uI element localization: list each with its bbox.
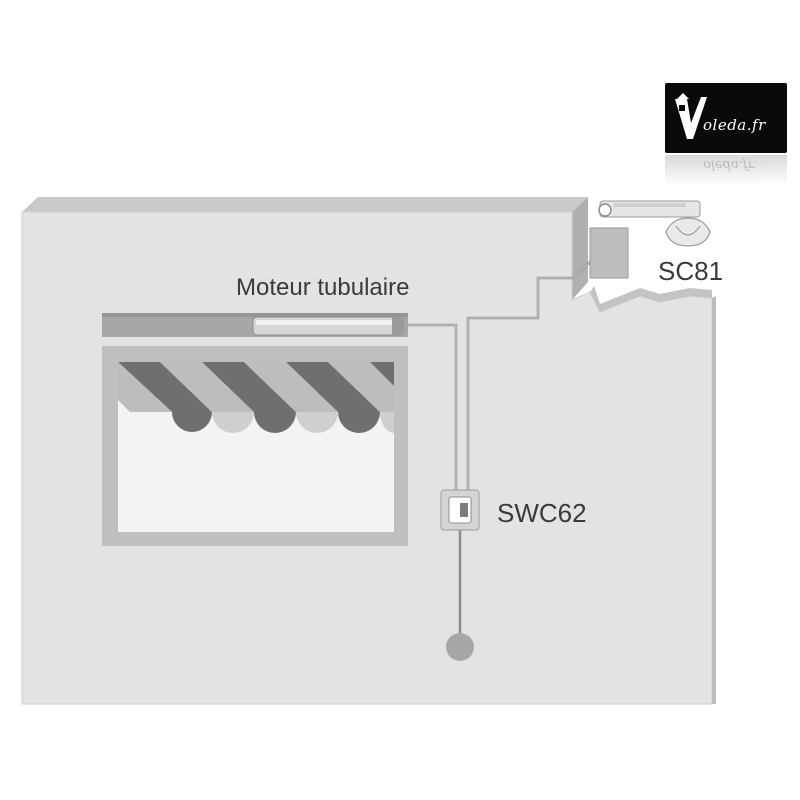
motor-label: Moteur tubulaire [236, 274, 410, 301]
sensor-arm-bar [614, 203, 686, 207]
motor-cable-inner [400, 324, 457, 490]
logo-text: oleda.fr [703, 116, 766, 134]
roller-box-top [102, 313, 408, 317]
awning-stripe [244, 362, 338, 412]
awning-stripe [160, 362, 254, 412]
sensor-arm-pivot [598, 203, 612, 217]
wind-sensor [589, 200, 711, 279]
voleda-logo: oleda.fr [665, 83, 787, 153]
sensor-label: SC81 [658, 256, 724, 286]
awning [118, 362, 394, 433]
power-supply-node [446, 633, 474, 661]
awning-scallop [380, 412, 394, 433]
awning-stripe [118, 362, 212, 412]
awning-stripe [370, 362, 394, 386]
awning-scallop [172, 412, 212, 432]
awning-scallop [212, 412, 254, 433]
wall-side-face [572, 197, 588, 300]
sensor-housing [589, 227, 629, 279]
sensor-cable-inner [467, 261, 591, 490]
awning-stripe [286, 362, 380, 412]
wall-break-edge [590, 286, 712, 312]
switch-label: SWC62 [497, 498, 587, 528]
wall-switch [440, 489, 480, 531]
awning-stripe [118, 362, 172, 412]
tubular-motor-end [392, 317, 403, 335]
sensor-cups [665, 217, 711, 247]
awning-stripe [328, 362, 394, 412]
awning-stripe [202, 362, 296, 412]
logo-reflection-text: oleda.fr [703, 157, 754, 172]
logo-reflection: oleda.fr [665, 155, 787, 185]
wall-top-face [22, 197, 588, 212]
house-v-icon [675, 93, 707, 139]
sensor-cup-shade [675, 225, 701, 236]
switch-button [460, 503, 468, 517]
wall-right-side [712, 296, 716, 704]
tubular-motor [252, 316, 404, 336]
tubular-motor-highlight [256, 320, 400, 325]
awning-scallop [338, 412, 380, 433]
awning-scallop [296, 412, 338, 433]
awning-scallop [254, 412, 296, 433]
